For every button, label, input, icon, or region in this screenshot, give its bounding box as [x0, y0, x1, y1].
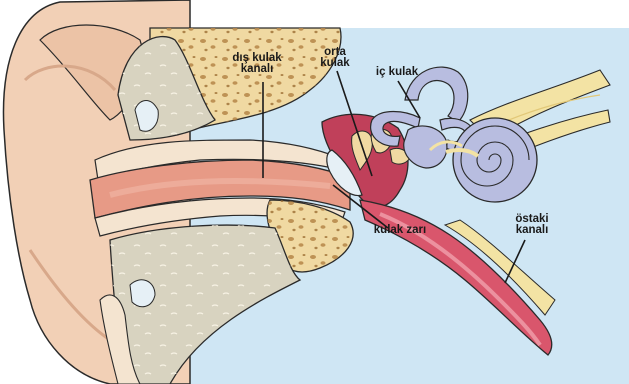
- label-eustachian-tube: östaki kanalı: [503, 214, 561, 236]
- label-outer-ear-canal: dış kulak kanalı: [222, 53, 292, 75]
- label-eardrum-text: kulak zarı: [360, 225, 440, 236]
- label-middle-ear-line2: kulak: [313, 58, 357, 69]
- label-middle-ear: orta kulak: [313, 47, 357, 69]
- cartilage-lower-highlight: [130, 280, 155, 307]
- cochlea: [453, 118, 537, 202]
- label-inner-ear-text: iç kulak: [367, 67, 427, 78]
- label-eardrum: kulak zarı: [360, 225, 440, 236]
- label-inner-ear: iç kulak: [367, 67, 427, 78]
- label-eustachian-tube-line2: kanalı: [503, 225, 561, 236]
- label-outer-ear-canal-line2: kanalı: [222, 64, 292, 75]
